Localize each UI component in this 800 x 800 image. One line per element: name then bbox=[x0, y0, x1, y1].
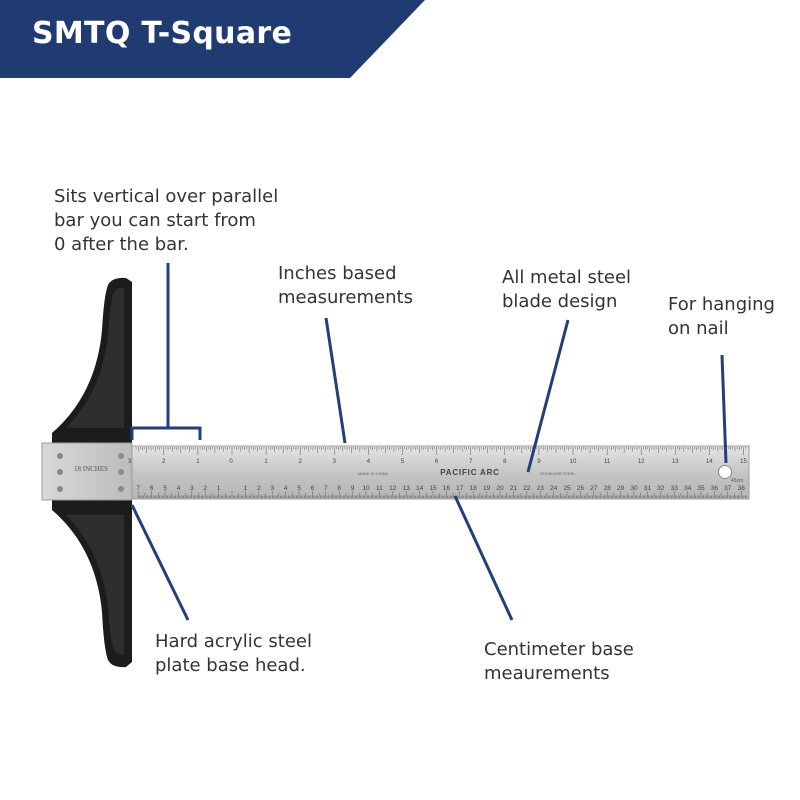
inch-label: 14 bbox=[706, 459, 713, 465]
cm-label: 22 bbox=[523, 485, 531, 492]
inch-label: 3 bbox=[333, 459, 337, 465]
cm-label-left: 6 bbox=[150, 485, 154, 492]
brand-label: PACIFIC ARC bbox=[440, 468, 499, 477]
cm-label-left: 1 bbox=[217, 485, 221, 492]
head-screws bbox=[57, 453, 124, 492]
cm-label-left: 5 bbox=[163, 485, 167, 492]
leader-metal bbox=[526, 319, 570, 473]
head-plate bbox=[41, 442, 133, 501]
cm-label: 6 bbox=[311, 485, 315, 492]
cm-label: 8 bbox=[337, 485, 341, 492]
cm-label: 4 bbox=[284, 485, 288, 492]
head-upper-wing bbox=[52, 277, 132, 443]
inch-label: 15 bbox=[740, 459, 747, 465]
cm-label: 27 bbox=[590, 485, 598, 492]
made-in-label: MADE IN CHINA bbox=[358, 471, 389, 476]
callout-inches: Inches based measurements bbox=[278, 263, 413, 308]
page-title: SMTQ T-Square bbox=[32, 16, 293, 51]
cm-label: 18 bbox=[470, 485, 478, 492]
inch-label: 2 bbox=[299, 459, 303, 465]
leader-inches bbox=[324, 317, 347, 444]
cm-label: 12 bbox=[389, 485, 397, 492]
model-label: STAINLESS STEEL bbox=[540, 471, 576, 476]
cm-label: 2 bbox=[257, 485, 261, 492]
cm-label-left: 3 bbox=[190, 485, 194, 492]
head-label: 18 INCHES bbox=[74, 465, 108, 473]
size-mark-label: 45cm bbox=[731, 478, 743, 484]
cm-label: 37 bbox=[724, 485, 732, 492]
cm-label: 33 bbox=[671, 485, 679, 492]
cm-label: 10 bbox=[362, 485, 370, 492]
cm-label: 19 bbox=[483, 485, 491, 492]
hanging-hole bbox=[718, 465, 732, 479]
leader-vertical bbox=[130, 263, 202, 440]
cm-label: 17 bbox=[456, 485, 464, 492]
callout-hanging: For hanging on nail bbox=[668, 294, 775, 339]
cm-label: 21 bbox=[510, 485, 518, 492]
inch-label-0: 0 bbox=[229, 459, 233, 465]
cm-label: 5 bbox=[297, 485, 301, 492]
cm-label: 31 bbox=[644, 485, 652, 492]
cm-label: 30 bbox=[630, 485, 638, 492]
cm-label: 29 bbox=[617, 485, 625, 492]
inch-label: 10 bbox=[570, 459, 577, 465]
cm-label: 34 bbox=[684, 485, 692, 492]
inch-tick-marks bbox=[135, 447, 746, 455]
inch-label: 13 bbox=[672, 459, 679, 465]
callout-vertical: Sits vertical over parallel bar you can … bbox=[54, 186, 279, 255]
inch-label-left: 3 bbox=[128, 459, 132, 465]
cm-label: 25 bbox=[563, 485, 571, 492]
inch-label: 8 bbox=[503, 459, 507, 465]
callout-metal: All metal steel blade design bbox=[502, 267, 632, 312]
inch-label: 6 bbox=[435, 459, 439, 465]
cm-label-left: 2 bbox=[203, 485, 207, 492]
cm-label: 35 bbox=[697, 485, 705, 492]
cm-label: 15 bbox=[429, 485, 437, 492]
cm-label: 36 bbox=[711, 485, 719, 492]
steel-blade bbox=[131, 445, 750, 500]
inch-label: 1 bbox=[264, 459, 268, 465]
leader-hanging bbox=[720, 354, 728, 464]
title-banner bbox=[0, 0, 425, 78]
cm-label: 16 bbox=[443, 485, 451, 492]
inch-label: 7 bbox=[469, 459, 473, 465]
cm-label: 9 bbox=[351, 485, 355, 492]
cm-label: 23 bbox=[537, 485, 545, 492]
leader-cm bbox=[453, 495, 514, 621]
cm-label: 28 bbox=[604, 485, 612, 492]
head-lower-wing bbox=[52, 500, 132, 668]
cm-label: 13 bbox=[403, 485, 411, 492]
inch-label: 5 bbox=[401, 459, 405, 465]
cm-label: 1 bbox=[244, 485, 248, 492]
cm-label-left: 7 bbox=[136, 485, 140, 492]
cm-label: 20 bbox=[496, 485, 504, 492]
inch-label: 12 bbox=[638, 459, 645, 465]
cm-label-left: 4 bbox=[177, 485, 181, 492]
callout-head: Hard acrylic steel plate base head. bbox=[155, 631, 312, 676]
inch-label-left: 1 bbox=[196, 459, 200, 465]
cm-label: 11 bbox=[376, 485, 383, 492]
cm-label: 3 bbox=[270, 485, 274, 492]
cm-tick-marks bbox=[137, 491, 747, 498]
cm-label: 26 bbox=[577, 485, 585, 492]
cm-label: 24 bbox=[550, 485, 558, 492]
inch-label-left: 2 bbox=[162, 459, 166, 465]
cm-label: 7 bbox=[324, 485, 328, 492]
inch-label: 11 bbox=[604, 459, 611, 465]
callout-cm: Centimeter base meaurements bbox=[484, 639, 634, 684]
cm-label: 14 bbox=[416, 485, 424, 492]
inch-label: 9 bbox=[537, 459, 541, 465]
inch-label: 4 bbox=[367, 459, 371, 465]
callout-leader-lines bbox=[130, 263, 728, 621]
cm-label: 32 bbox=[657, 485, 665, 492]
cm-label: 38 bbox=[738, 485, 746, 492]
leader-head bbox=[130, 504, 190, 621]
